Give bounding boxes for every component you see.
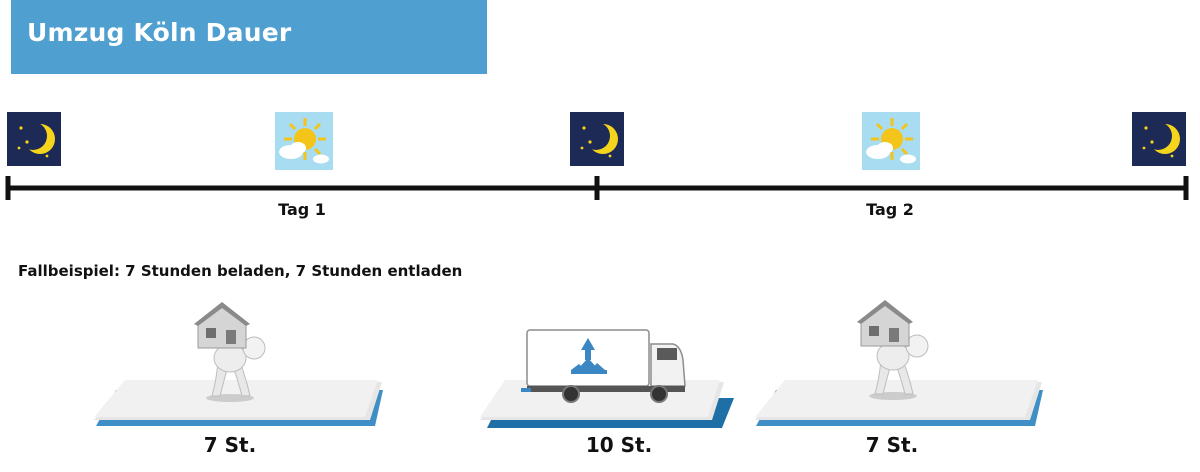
night-icon <box>1132 112 1186 166</box>
night-icon <box>7 112 61 166</box>
day-label-2: Tag 2 <box>866 200 914 219</box>
platform-1 <box>94 380 383 426</box>
stages <box>94 300 1043 428</box>
night-icon <box>570 112 624 166</box>
person-carrying-house-icon <box>857 300 929 400</box>
page-title: Umzug Köln Dauer <box>27 18 292 47</box>
day-label-1: Tag 1 <box>278 200 326 219</box>
day-icon <box>862 112 920 170</box>
title-banner: Umzug Köln Dauer <box>11 0 487 74</box>
stage-label-drive: 10 St. <box>585 433 653 457</box>
case-description: Fallbeispiel: 7 Stunden beladen, 7 Stund… <box>18 262 463 280</box>
person-carrying-house-icon <box>194 302 266 402</box>
day-icon <box>275 112 333 170</box>
stage-label-loading: 7 St. <box>203 433 257 457</box>
platform-3 <box>755 380 1043 426</box>
stage-label-unloading: 7 St. <box>865 433 919 457</box>
moving-truck-icon <box>521 329 686 403</box>
timeline <box>5 112 1189 200</box>
